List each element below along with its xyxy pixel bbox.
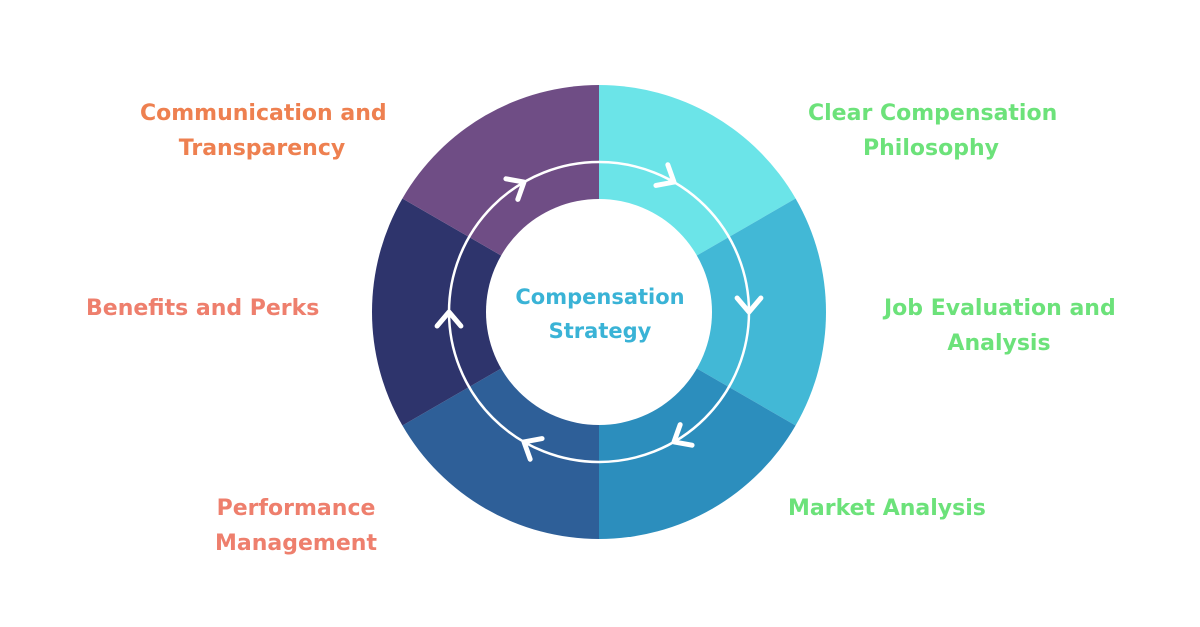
center-title-line1: Compensation [515,285,685,309]
label-job-evaluation-and-analysis: Job Evaluation and Analysis [884,291,1116,361]
label-line1: Market Analysis [788,496,986,521]
label-line1: Clear Compensation [808,101,1058,126]
label-line1: Job Evaluation and [884,296,1116,321]
label-line2: Analysis [947,331,1051,356]
cycle-arrow-icon [671,422,695,448]
cycle-arrow-icon [521,436,545,462]
label-line2: Management [215,531,377,556]
cycle-arrow-icon [503,176,527,202]
label-market-analysis: Market Analysis [788,491,986,526]
segment-benefits-and-perks [372,198,599,426]
label-benefits-and-perks: Benefits and Perks [86,291,320,326]
center-circle [486,199,712,425]
label-clear-compensation-philosophy: Clear Compensation Philosophy [808,96,1058,166]
label-line2: Transparency [178,136,346,161]
cycle-arrow-icon [653,162,677,188]
cycle-arrow-icon [434,309,464,329]
label-line1: Communication and [140,101,387,126]
cycle-arrows [434,162,764,462]
label-performance-management: Performance Management [214,491,378,561]
center-title: Compensation Strategy [500,280,700,348]
label-line2: Philosophy [863,136,999,161]
label-communication-and-transparency: Communication and Transparency [140,96,387,166]
label-line1: Performance [216,496,376,521]
center-title-line2: Strategy [548,319,652,343]
cycle-arrow-icon [734,295,764,315]
segment-job-evaluation-and-analysis [599,198,826,426]
label-line1: Benefits and Perks [86,296,320,321]
